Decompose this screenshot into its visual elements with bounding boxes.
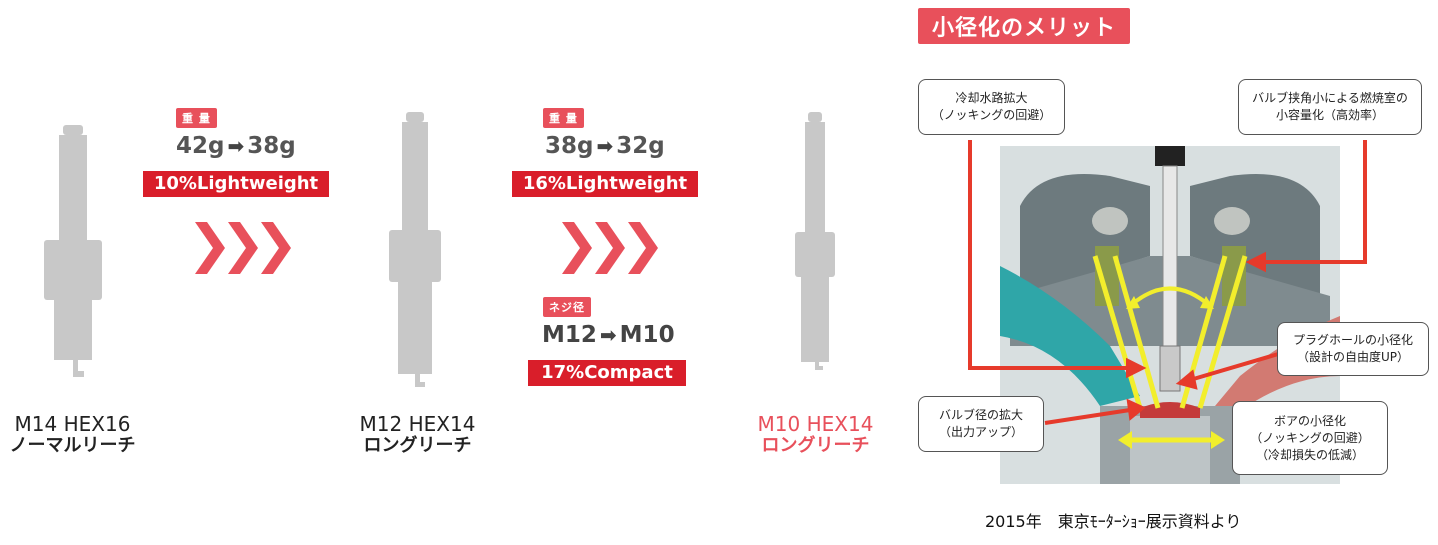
spark-plug-m10 <box>790 112 840 372</box>
plug-reach-label: ロングリーチ <box>363 435 472 456</box>
thread-change: M12➡M10 <box>542 322 675 348</box>
callout-line: （設計の自由度UP） <box>1296 350 1410 364</box>
thread-from: M12 <box>542 322 597 348</box>
arrow-right-icon: ➡ <box>596 134 614 158</box>
arrow-right-icon: ➡ <box>227 134 245 158</box>
plug-label-m14: M14 HEX16 ノーマルリーチ <box>0 413 145 457</box>
weight-from: 42g <box>176 133 225 159</box>
callout-line: 小容量化（高効率） <box>1275 108 1384 122</box>
weight-to: 38g <box>247 133 296 159</box>
plug-size-label: M12 HEX14 <box>359 412 476 436</box>
callout-valve-diameter: バルブ径の拡大 （出力アップ） <box>918 396 1044 452</box>
callout-line: （出力アップ） <box>938 425 1023 439</box>
source-caption: 2015年 東京ﾓｰﾀｰｼｮｰ展示資料より <box>985 512 1242 531</box>
plug-reach-label: ノーマルリーチ <box>9 435 136 456</box>
callout-line: ボアの小径化 <box>1273 413 1346 428</box>
callout-line: プラグホールの小径化 <box>1292 333 1413 347</box>
callout-plug-hole: プラグホールの小径化 （設計の自由度UP） <box>1277 322 1429 376</box>
callout-line: （冷却損失の低減） <box>1255 447 1364 462</box>
chevrons-right-icon <box>195 222 291 274</box>
weight-from: 38g <box>545 133 594 159</box>
callout-line: バルブ挟角小による燃焼室の <box>1252 91 1408 105</box>
plug-label-m10: M10 HEX14 ロングリーチ <box>743 413 888 457</box>
callout-line: （ノッキングの回避） <box>1250 430 1370 445</box>
spark-plug-m12 <box>385 112 445 392</box>
lightweight-badge: 16%Lightweight <box>512 171 698 197</box>
plug-reach-label: ロングリーチ <box>761 435 870 456</box>
thread-tag: ネジ径 <box>543 297 591 317</box>
chevrons-right-icon <box>562 222 658 274</box>
callout-valve-angle: バルブ挟角小による燃焼室の 小容量化（高効率） <box>1238 79 1422 135</box>
weight-tag: 重 量 <box>176 108 217 128</box>
callout-bore: ボアの小径化 （ノッキングの回避） （冷却損失の低減） <box>1232 401 1388 475</box>
weight-change: 42g➡38g <box>176 133 296 159</box>
plug-label-m12: M12 HEX14 ロングリーチ <box>345 413 490 457</box>
compact-badge: 17%Compact <box>528 360 686 386</box>
callout-line: （ノッキングの回避） <box>931 108 1052 122</box>
callout-line: 冷却水路拡大 <box>955 91 1028 105</box>
callout-water-passage: 冷却水路拡大 （ノッキングの回避） <box>918 79 1065 135</box>
plug-size-label: M10 HEX14 <box>757 412 874 436</box>
spark-plug-m14 <box>38 125 108 385</box>
merit-title: 小径化のメリット <box>918 8 1131 44</box>
lightweight-badge: 10%Lightweight <box>143 171 329 197</box>
callout-line: バルブ径の拡大 <box>938 408 1023 422</box>
weight-tag: 重 量 <box>543 108 584 128</box>
thread-to: M10 <box>619 322 675 348</box>
weight-change: 38g➡32g <box>545 133 665 159</box>
arrow-right-icon: ➡ <box>599 323 617 347</box>
weight-to: 32g <box>616 133 665 159</box>
plug-size-label: M14 HEX16 <box>14 412 131 436</box>
